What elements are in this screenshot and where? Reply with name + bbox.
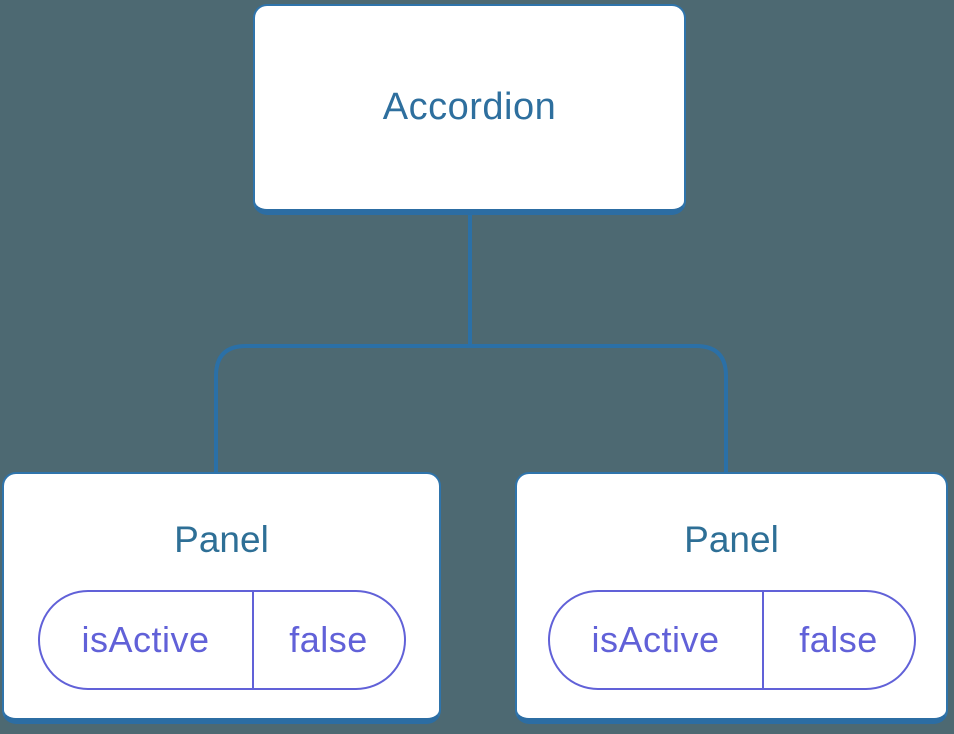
state-pill: isActive false (37, 590, 406, 690)
state-value-cell: false (254, 592, 404, 688)
state-value-cell: false (764, 592, 914, 688)
panel-node-left: Panel isActive false (2, 472, 441, 724)
state-value-label: false (289, 619, 368, 660)
state-key-cell: isActive (40, 592, 254, 688)
state-key-cell: isActive (550, 592, 764, 688)
accordion-node: Accordion (253, 4, 686, 215)
panel-node-right: Panel isActive false (515, 472, 948, 724)
state-key-label: isActive (591, 619, 720, 660)
panel-node-label: Panel (174, 519, 269, 560)
accordion-node-label: Accordion (382, 86, 557, 128)
state-pill: isActive false (547, 590, 916, 690)
state-value-label: false (799, 619, 878, 660)
connector-branch-line (214, 344, 728, 472)
state-key-label: isActive (81, 619, 210, 660)
panel-node-label: Panel (684, 519, 779, 560)
